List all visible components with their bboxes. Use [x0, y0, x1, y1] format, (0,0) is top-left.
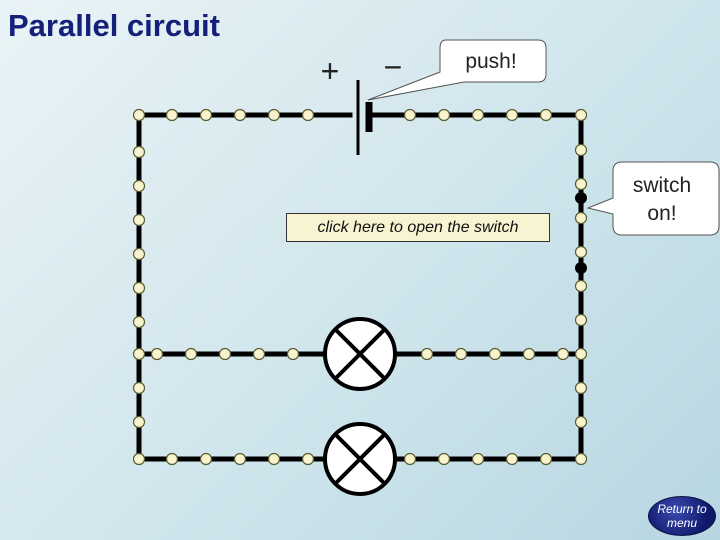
electron: [233, 452, 247, 466]
electron: [403, 452, 417, 466]
electron: [488, 347, 502, 361]
electron: [574, 313, 588, 327]
switch-on-callout-line2: on!: [647, 202, 676, 225]
electron: [267, 108, 281, 122]
electron: [471, 452, 485, 466]
electron: [574, 211, 588, 225]
battery: + −: [321, 49, 403, 155]
electron: [301, 108, 315, 122]
electron: [574, 347, 588, 361]
electron: [574, 452, 588, 466]
push-callout-text: push!: [465, 50, 516, 73]
electron: [556, 347, 570, 361]
electron: [132, 315, 146, 329]
return-to-menu-label: Return to menu: [657, 502, 707, 530]
electron: [165, 108, 179, 122]
electron: [132, 145, 146, 159]
electron: [420, 347, 434, 361]
electron: [132, 108, 146, 122]
electron: [165, 452, 179, 466]
electron: [437, 452, 451, 466]
electron: [539, 452, 553, 466]
switch-on-callout-line1: switch: [633, 174, 691, 197]
electron: [454, 347, 468, 361]
electron: [522, 347, 536, 361]
electron: [267, 452, 281, 466]
lamp-2-cross-b: [333, 432, 387, 486]
switch[interactable]: [575, 192, 587, 274]
electron: [252, 347, 266, 361]
electron: [199, 108, 213, 122]
electron: [132, 415, 146, 429]
electron: [132, 381, 146, 395]
electron: [574, 143, 588, 157]
electron: [403, 108, 417, 122]
electron: [218, 347, 232, 361]
page-title: Parallel circuit: [8, 8, 220, 43]
electron: [286, 347, 300, 361]
electron: [574, 177, 588, 191]
switch-contact-bottom: [575, 262, 587, 274]
electron: [574, 279, 588, 293]
electron: [505, 108, 519, 122]
electron: [199, 452, 213, 466]
switch-contact-top: [575, 192, 587, 204]
switch-on-callout-bubble: [586, 161, 720, 236]
electron: [132, 347, 146, 361]
battery-minus-label: −: [384, 49, 403, 85]
lamp-1: [323, 317, 397, 391]
electron: [539, 108, 553, 122]
electron: [471, 108, 485, 122]
electron: [574, 415, 588, 429]
push-callout-bubble: [367, 39, 547, 101]
electron: [437, 108, 451, 122]
electron: [132, 281, 146, 295]
wires: [136, 112, 584, 462]
electron: [574, 381, 588, 395]
electron: [301, 452, 315, 466]
electron: [150, 347, 164, 361]
electron: [233, 108, 247, 122]
open-switch-button[interactable]: click here to open the switch: [286, 213, 550, 242]
lamp-2: [323, 422, 397, 496]
electron: [132, 452, 146, 466]
electron: [505, 452, 519, 466]
electrons: [132, 108, 588, 466]
lamp-1-cross-b: [333, 327, 387, 381]
electron: [132, 179, 146, 193]
switch-on-callout: switch on!: [586, 161, 720, 236]
electron: [184, 347, 198, 361]
electron: [574, 245, 588, 259]
electron: [132, 213, 146, 227]
battery-plus-label: +: [321, 53, 340, 89]
push-callout: push!: [367, 39, 547, 101]
electron: [132, 247, 146, 261]
electron: [574, 108, 588, 122]
return-to-menu-button[interactable]: Return to menu: [648, 496, 716, 536]
